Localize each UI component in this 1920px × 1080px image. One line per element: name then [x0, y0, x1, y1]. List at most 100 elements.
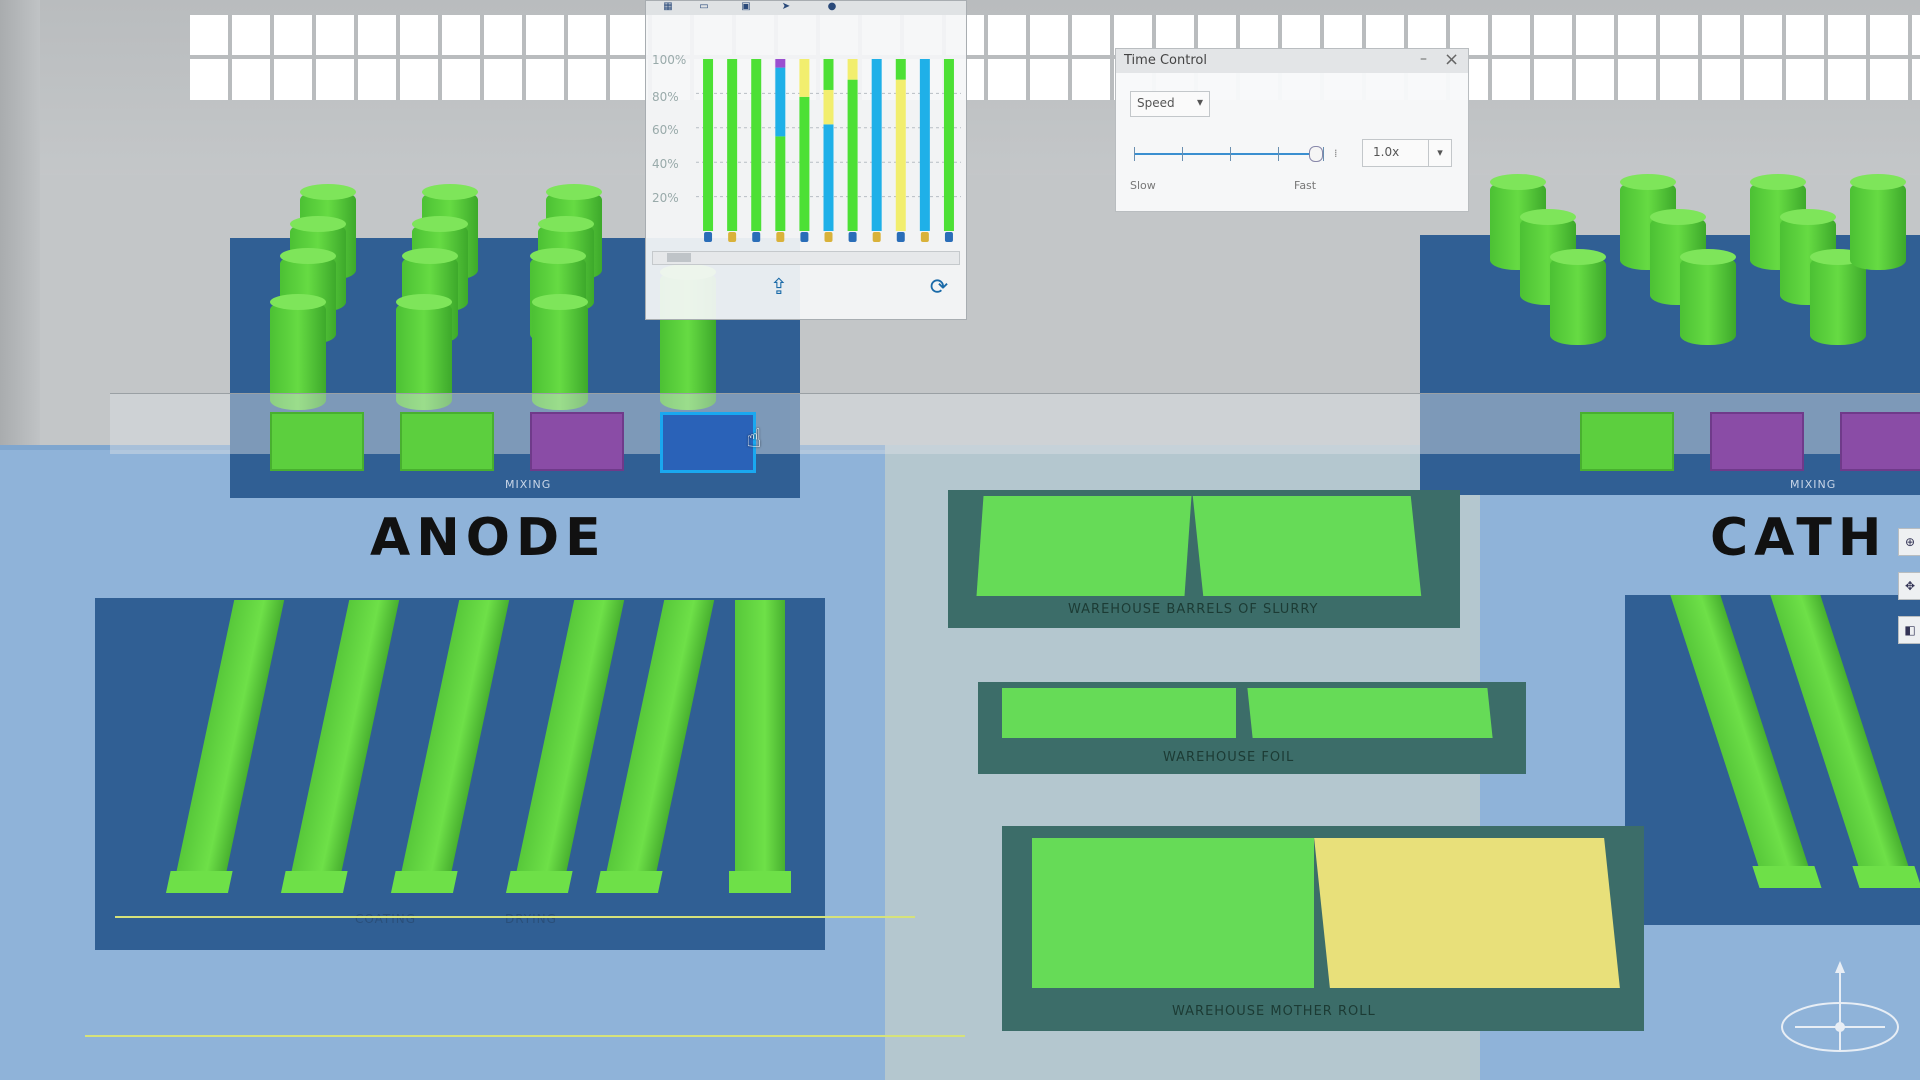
- warehouse-mother-roll[interactable]: WAREHOUSE MOTHER ROLL: [1002, 826, 1644, 1031]
- time-control-titlebar[interactable]: [1116, 49, 1468, 73]
- pan-tool-button[interactable]: ✥: [1898, 572, 1920, 600]
- anode-label: ANODE: [370, 508, 607, 568]
- y-tick: 100%: [652, 53, 687, 67]
- chart-x-icons: [704, 232, 953, 242]
- warehouse-foil[interactable]: WAREHOUSE FOIL: [978, 682, 1526, 774]
- warehouse-mother-roll-caption: WAREHOUSE MOTHER ROLL: [1172, 1004, 1376, 1019]
- tank[interactable]: [532, 294, 588, 410]
- mixer-purple[interactable]: [1710, 412, 1804, 471]
- bar-segment: [703, 59, 714, 231]
- agv-path: [85, 1035, 965, 1037]
- person-icon[interactable]: ●: [827, 1, 837, 12]
- bar-segment: [847, 59, 858, 80]
- mixer-green[interactable]: [1580, 412, 1674, 471]
- machine-icon: [752, 232, 761, 242]
- bar-segment: [727, 59, 738, 231]
- bar-segment: [775, 67, 786, 137]
- machine-icon: [704, 232, 713, 242]
- zoom-tool-button[interactable]: ⊕: [1898, 528, 1920, 556]
- hand-cursor-icon: ☝: [746, 424, 762, 454]
- export-icon[interactable]: ⇪: [769, 275, 789, 300]
- tank[interactable]: [1680, 249, 1736, 345]
- utilization-bar-chart: [696, 59, 961, 231]
- bar-segment: [799, 59, 810, 97]
- tank[interactable]: [270, 294, 326, 410]
- machine-icon: [896, 232, 905, 242]
- chevron-down-icon: ▾: [1196, 95, 1203, 109]
- storage-block-yellow: [1314, 838, 1620, 988]
- chart-icon[interactable]: ▦: [663, 1, 673, 12]
- chart-scrollbar[interactable]: [652, 251, 960, 265]
- close-icon[interactable]: ×: [1444, 49, 1460, 70]
- tank[interactable]: [1550, 249, 1606, 345]
- time-control-panel[interactable]: Time Control – × Speed ▾ ⁞ 1.0x ▾ Slow F…: [1115, 48, 1469, 212]
- warehouse-slurry[interactable]: WAREHOUSE BARRELS OF SLURRY: [948, 490, 1460, 628]
- machine-icon: [800, 232, 809, 242]
- warehouse-slurry-caption: WAREHOUSE BARRELS OF SLURRY: [1068, 602, 1319, 617]
- minimize-icon[interactable]: –: [1420, 51, 1427, 67]
- coating-caption: COATING: [355, 912, 417, 926]
- machine-icon: [920, 232, 929, 242]
- fast-label: Fast: [1294, 179, 1317, 192]
- machine-icon: [776, 232, 785, 242]
- folder-icon[interactable]: ▭: [699, 1, 709, 12]
- chevron-down-icon: ▾: [1428, 140, 1451, 166]
- bar-segment: [847, 79, 858, 231]
- navigation-compass-icon[interactable]: [1775, 955, 1905, 1055]
- tank[interactable]: [1810, 249, 1866, 345]
- machine-icon: [872, 232, 881, 242]
- speed-slider-track[interactable]: [1134, 147, 1324, 161]
- bar-segment: [919, 59, 930, 231]
- y-tick: 80%: [652, 90, 679, 104]
- bar-segment: [775, 136, 786, 231]
- bar-segment: [823, 89, 834, 125]
- machine-icon: [728, 232, 737, 242]
- utilization-chart-panel[interactable]: ▦ ▭ ▣ ➤ ● 100% 80% 60% 40% 20% ⇪ ⟳: [645, 0, 967, 320]
- mixer-purple[interactable]: [1840, 412, 1920, 471]
- speed-slider-handle[interactable]: [1308, 146, 1323, 162]
- y-tick: 20%: [652, 191, 679, 205]
- machine-icon: [824, 232, 833, 242]
- pointer-icon[interactable]: ➤: [781, 1, 791, 12]
- bar-segment: [895, 79, 906, 231]
- storage-block: [1002, 688, 1236, 738]
- y-tick: 60%: [652, 123, 679, 137]
- time-control-title: Time Control: [1124, 53, 1207, 68]
- mixer-green[interactable]: [270, 412, 364, 471]
- storage-block: [1192, 496, 1422, 596]
- mixer-selected[interactable]: [660, 412, 756, 473]
- storage-block: [1247, 688, 1493, 738]
- slider-end-icon: ⁞: [1334, 147, 1338, 160]
- bar-segment: [751, 59, 762, 231]
- mixer-green[interactable]: [400, 412, 494, 471]
- bar-segment: [871, 59, 882, 231]
- mixer-area-caption: MIXING: [505, 478, 552, 491]
- machine-icon: [944, 232, 953, 242]
- bar-segment: [895, 59, 906, 80]
- chart-toolbar: ▦ ▭ ▣ ➤ ●: [646, 1, 966, 15]
- storage-block: [1032, 838, 1314, 988]
- bar-segment: [823, 59, 834, 90]
- slow-label: Slow: [1130, 179, 1156, 192]
- skylight-windows: [190, 15, 1920, 100]
- rate-select[interactable]: 1.0x ▾: [1362, 139, 1452, 167]
- rate-select-value: 1.0x: [1373, 145, 1400, 159]
- bar-segment: [775, 59, 786, 68]
- speed-select-value: Speed: [1137, 96, 1175, 110]
- mixer-purple[interactable]: [530, 412, 624, 471]
- tank[interactable]: [1850, 174, 1906, 270]
- cathode-label: CATH: [1710, 508, 1888, 568]
- y-tick: 40%: [652, 157, 679, 171]
- bar-segment: [943, 59, 954, 231]
- tank[interactable]: [396, 294, 452, 410]
- machine-icon: [848, 232, 857, 242]
- speed-select[interactable]: Speed ▾: [1130, 91, 1210, 117]
- refresh-icon[interactable]: ⟳: [929, 275, 949, 300]
- agv-path: [115, 916, 915, 918]
- coating-line[interactable]: [729, 600, 791, 893]
- view-tool-button[interactable]: ◧: [1898, 616, 1920, 644]
- save-icon[interactable]: ▣: [741, 1, 751, 12]
- warehouse-foil-caption: WAREHOUSE FOIL: [1163, 750, 1295, 765]
- storage-block: [976, 496, 1192, 596]
- drying-caption: DRYING: [505, 912, 557, 926]
